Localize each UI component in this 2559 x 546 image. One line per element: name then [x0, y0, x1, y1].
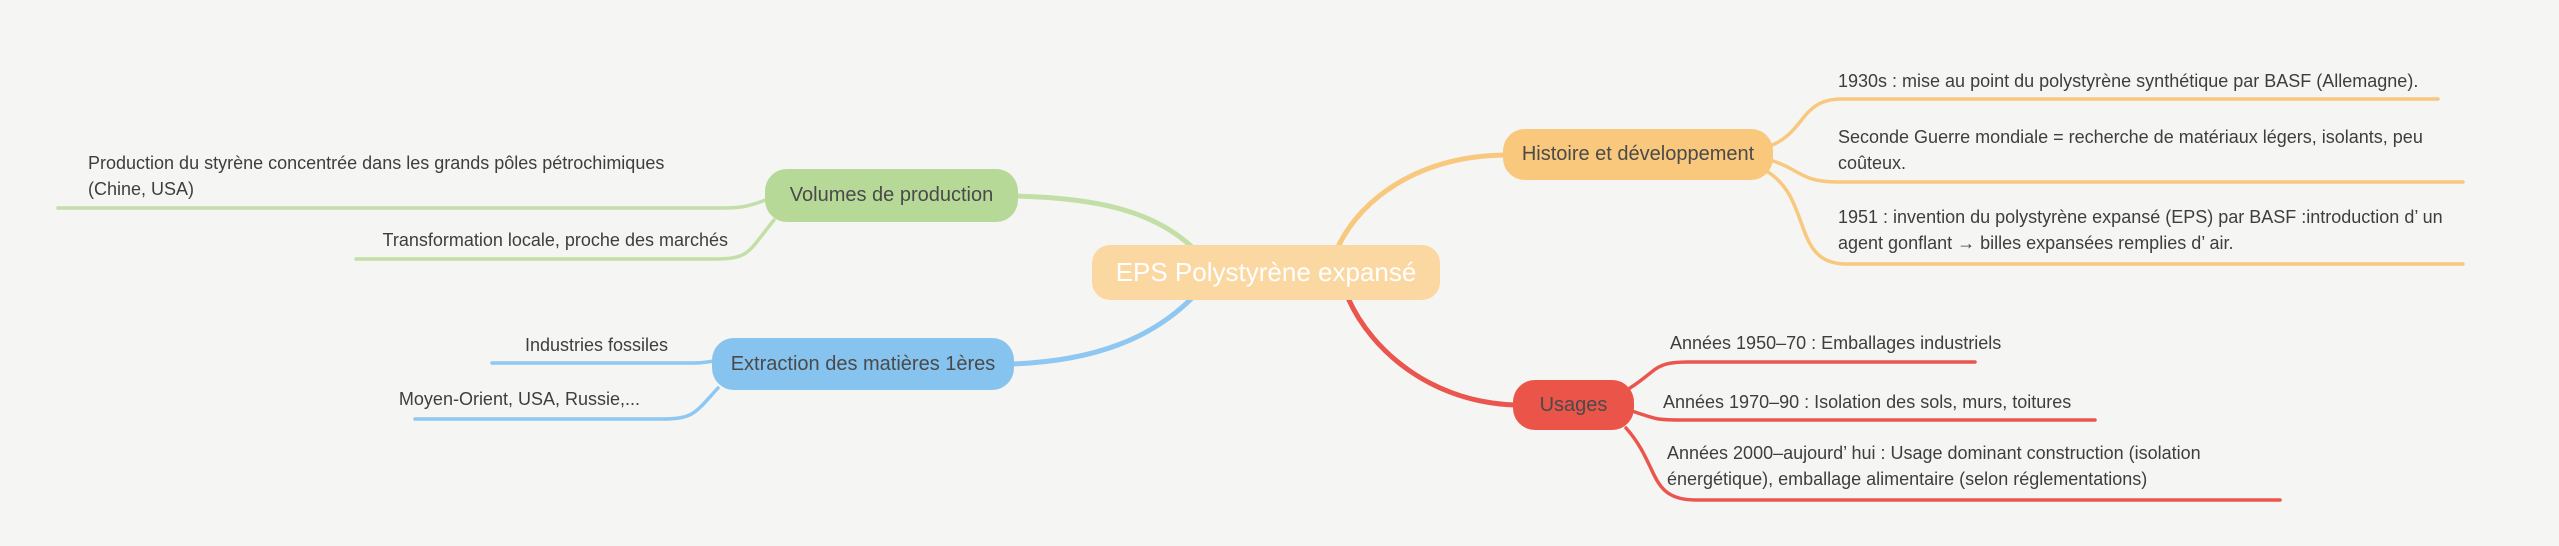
connector-usages-leaf-3 — [1624, 426, 2282, 502]
leaf-annees-2000-aujourdhui[interactable]: Années 2000–aujourd’ hui : Usage dominan… — [1667, 443, 2201, 489]
leaf-transformation-locale[interactable]: Transformation locale, proche des marché… — [382, 230, 729, 250]
leaf-seconde-guerre[interactable]: Seconde Guerre mondiale = recherche de m… — [1838, 127, 2423, 173]
leaf-annees-1950-70[interactable]: Années 1950–70 : Emballages industriels — [1670, 333, 2002, 353]
node-root-eps-polystyrene[interactable]: EPS Polystyrène expansé — [1092, 245, 1440, 300]
leaf-annees-1970-90[interactable]: Années 1970–90 : Isolation des sols, mur… — [1663, 392, 2072, 412]
leaf-1930s-basf[interactable]: 1930s : mise au point du polystyrène syn… — [1838, 71, 2419, 91]
node-volumes-de-production[interactable]: Volumes de production — [765, 169, 1018, 222]
node-histoire-developpement[interactable]: Histoire et développement — [1503, 129, 1773, 180]
connector-root-extraction — [1009, 295, 1195, 367]
leaf-production-styrene[interactable]: Production du styrène concentrée dans le… — [88, 153, 665, 199]
leaf-industries-fossiles[interactable]: Industries fossiles — [524, 335, 668, 355]
connector-root-usages — [1345, 295, 1518, 408]
node-usages[interactable]: Usages — [1513, 380, 1634, 430]
connector-volumes-leaf-2 — [354, 218, 776, 261]
leaf-1951-invention-eps[interactable]: 1951 : invention du polystyrène expansé … — [1838, 207, 2443, 253]
node-extraction-matieres[interactable]: Extraction des matières 1ères — [712, 338, 1014, 390]
leaf-moyen-orient[interactable]: Moyen-Orient, USA, Russie,... — [398, 389, 640, 409]
connector-usages-leaf-1 — [1628, 360, 1977, 390]
connector-histoire-leaf-2 — [1768, 158, 2465, 184]
connector-extraction-leaf-1 — [490, 359, 716, 365]
connector-histoire-leaf-1 — [1768, 97, 2440, 148]
connector-extraction-leaf-2 — [413, 386, 720, 421]
connector-root-histoire — [1335, 152, 1508, 250]
connector-root-volumes — [1011, 193, 1195, 250]
connector-histoire-leaf-3 — [1766, 170, 2465, 266]
connector-volumes-leaf-1 — [56, 197, 770, 210]
connector-usages-leaf-2 — [1630, 409, 2097, 422]
